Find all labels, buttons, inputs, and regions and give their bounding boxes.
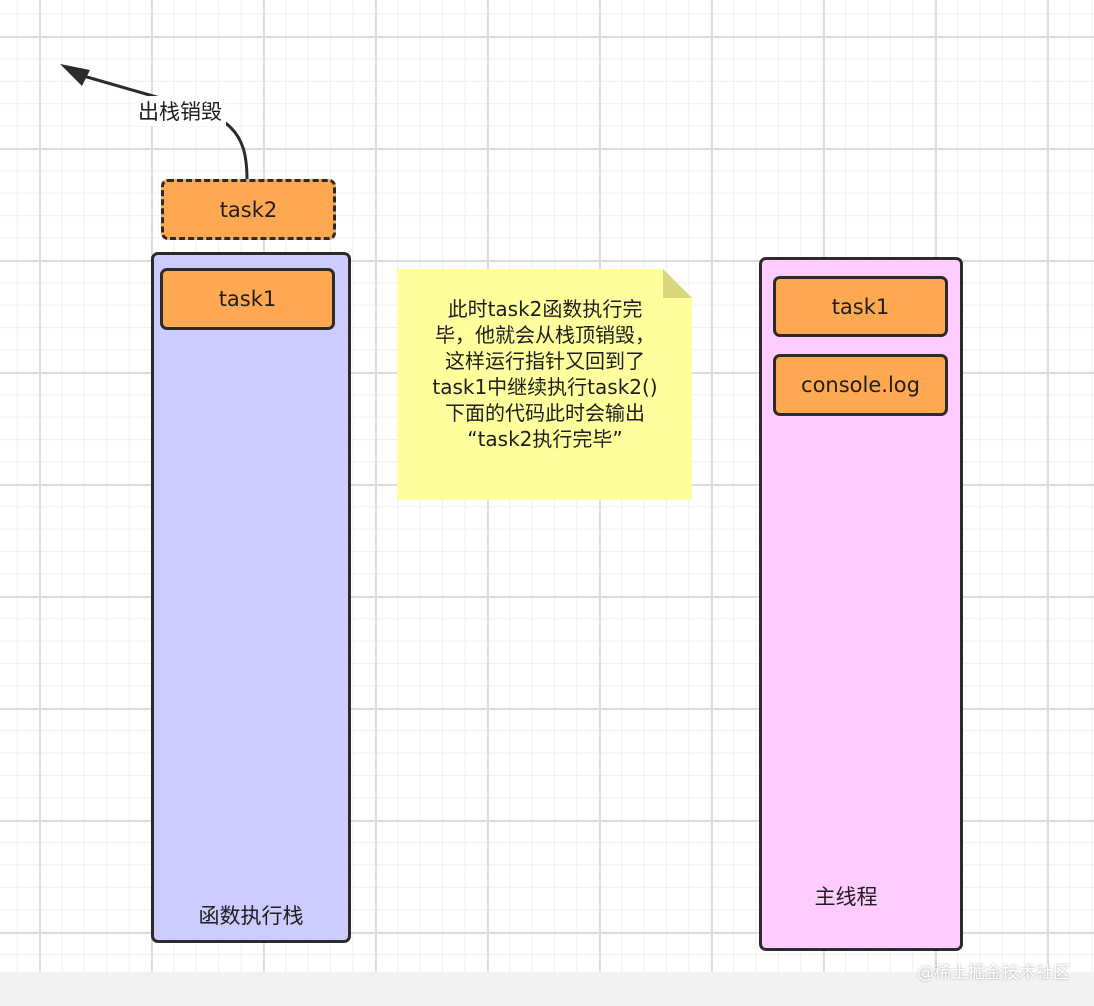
bottom-bar xyxy=(0,972,1094,1006)
sticky-note-fold xyxy=(663,269,692,298)
sticky-note-text: 此时task2函数执行完 毕，他就会从栈顶销毁， 这样运行指针又回到了 task… xyxy=(405,296,685,452)
main-thread-label: 主线程 xyxy=(814,885,878,909)
call-stack[interactable] xyxy=(151,252,351,943)
popped-frame-task2[interactable]: task2 xyxy=(161,179,336,240)
note-line: task1中继续执行task2() xyxy=(432,375,658,399)
call-stack-frame-task1[interactable]: task1 xyxy=(160,268,335,330)
note-line: 毕，他就会从栈顶销毁， xyxy=(435,323,655,347)
main-thread-frame-console-log[interactable]: console.log xyxy=(773,354,948,416)
note-line: 这样运行指针又回到了 xyxy=(445,349,645,373)
pop-arrow-head xyxy=(60,64,90,86)
note-line: “task2执行完毕” xyxy=(467,427,623,451)
call-stack-label: 函数执行栈 xyxy=(198,904,304,928)
pop-destroy-label: 出栈销毁 xyxy=(134,96,226,126)
note-line: 此时task2函数执行完 xyxy=(447,297,643,321)
pop-arrow-line xyxy=(79,73,249,181)
main-thread-frame-task1[interactable]: task1 xyxy=(773,276,948,337)
note-line: 下面的代码此时会输出 xyxy=(445,401,645,425)
watermark: @稀土掘金技术社区 xyxy=(917,963,1070,983)
sticky-note[interactable] xyxy=(397,269,692,500)
